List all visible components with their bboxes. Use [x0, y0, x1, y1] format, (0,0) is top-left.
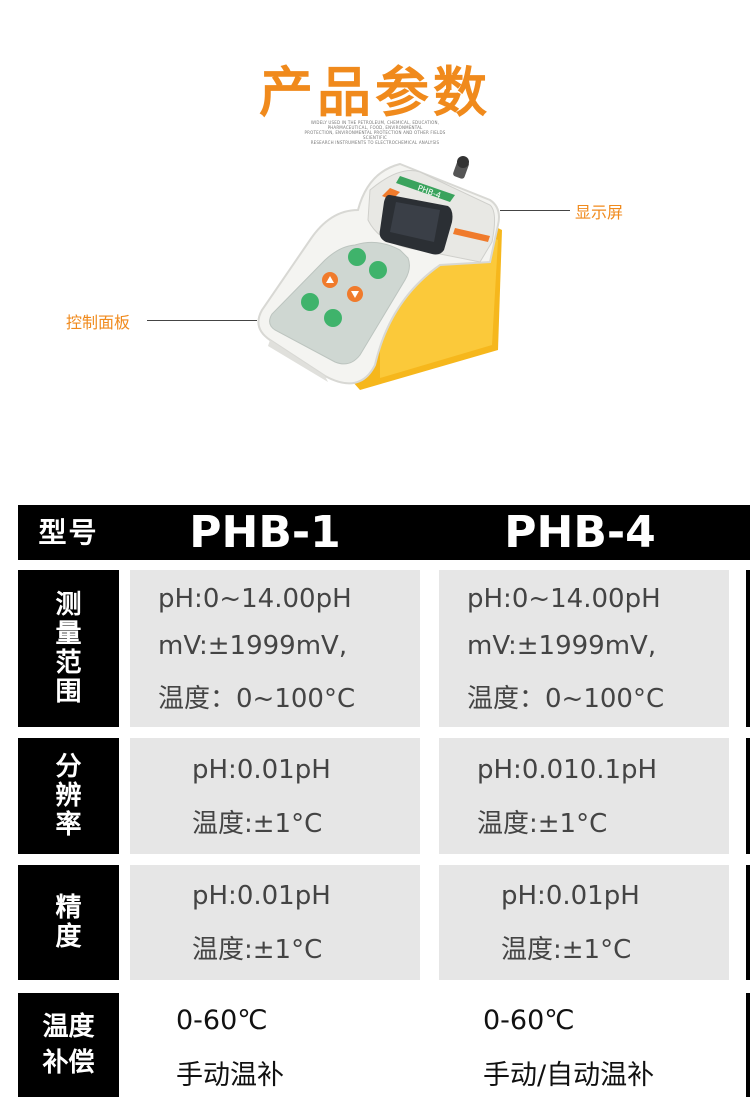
row-label-accuracy: 精度 — [18, 865, 119, 980]
table-header-bar — [18, 505, 750, 560]
row-label-measuring-range: 测量范围 — [18, 570, 119, 727]
cell-temp-compensation-phb4: 0-60℃ 手动/自动温补 — [439, 993, 729, 1097]
table-right-edge — [746, 570, 750, 727]
header-model-phb1: PHB-1 — [189, 507, 341, 558]
cell-resolution-phb1: pH:0.01pH 温度:±1°C — [130, 738, 420, 854]
table-right-edge — [746, 865, 750, 980]
ph-meter-illustration: PHB-4 — [257, 156, 502, 390]
subtitle-line: WIDELY USED IN THE PETROLEUM, CHEMICAL, … — [310, 120, 440, 130]
header-model-label: 型号 — [38, 516, 99, 549]
subtitle-line: PROTECTION, ENVIRONMENTAL PROTECTION AND… — [304, 130, 446, 140]
subtitle-line: RESEARCH INSTRUMENTS TO ELECTROCHEMICAL … — [310, 140, 440, 145]
table-right-edge — [746, 993, 750, 1097]
cell-accuracy-phb1: pH:0.01pH 温度:±1°C — [130, 865, 420, 980]
ph-mv-button — [369, 261, 387, 279]
table-right-edge — [746, 738, 750, 854]
row-label-temp-compensation: 温度补偿 — [18, 993, 119, 1097]
header-model-phb4: PHB-4 — [504, 507, 656, 558]
page-title: 产品参数 — [259, 61, 491, 124]
cell-measuring-range-phb1: pH:0~14.00pH mV:±1999mV, 温度：0~100°C — [130, 570, 420, 727]
cell-resolution-phb4: pH:0.010.1pH 温度:±1°C — [439, 738, 729, 854]
cell-temp-compensation-phb1: 0-60℃ 手动温补 — [130, 993, 420, 1097]
confirm-button — [324, 309, 342, 327]
panel-callout-label: 控制面板 — [66, 313, 131, 332]
display-callout-line — [500, 210, 570, 211]
cell-accuracy-phb4: pH:0.01pH 温度:±1°C — [439, 865, 729, 980]
power-button — [348, 248, 366, 266]
display-callout-label: 显示屏 — [575, 203, 624, 222]
panel-callout-line — [147, 320, 257, 321]
calibrate-button — [301, 293, 319, 311]
row-label-resolution: 分辨率 — [18, 738, 119, 854]
cell-measuring-range-phb4: pH:0~14.00pH mV:±1999mV, 温度：0~100°C — [439, 570, 729, 727]
subtitle: WIDELY USED IN THE PETROLEUM, CHEMICAL, … — [300, 120, 450, 145]
